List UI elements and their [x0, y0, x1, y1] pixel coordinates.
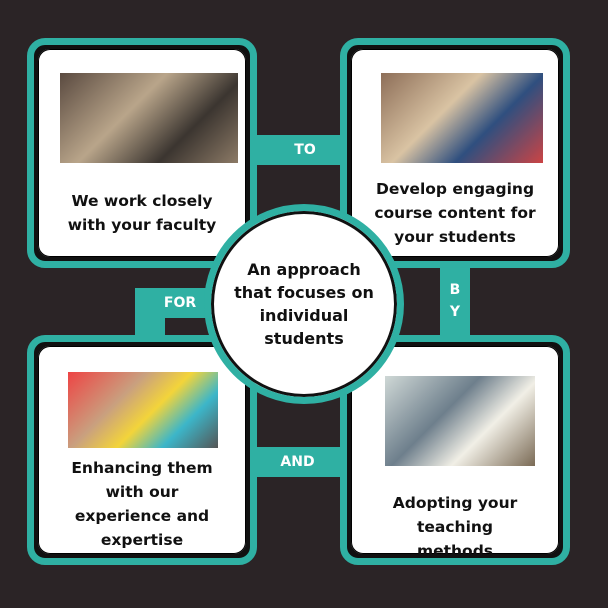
classroom-photo [385, 376, 535, 466]
step-text: Adopting your teaching methods [392, 494, 518, 560]
connector-label: AND [280, 454, 315, 470]
center-text: An approach that focuses on individual s… [234, 260, 374, 348]
connector-label: FOR [163, 295, 197, 311]
center-circle: An approach that focuses on individual s… [204, 204, 404, 404]
step-box-4: Enhancing them with our experience and e… [27, 335, 257, 565]
step-box-2: Develop engaging course content for your… [340, 38, 570, 268]
connector-label: BY [449, 281, 461, 320]
step-text: We work closely with your faculty [67, 192, 217, 234]
step-text: Develop engaging course content for your… [374, 180, 536, 246]
step-text: Enhancing them with our experience and e… [71, 459, 213, 549]
step-box-3: Adopting your teaching methods [340, 335, 570, 565]
speech-bubbles-photo [68, 372, 218, 448]
team-meeting-photo [60, 73, 238, 163]
connector-label: TO [294, 142, 316, 158]
connector-by: BY [440, 258, 470, 343]
students-group-photo [381, 73, 543, 163]
step-box-1: We work closely with your faculty [27, 38, 257, 268]
connector-and: AND [245, 447, 350, 477]
